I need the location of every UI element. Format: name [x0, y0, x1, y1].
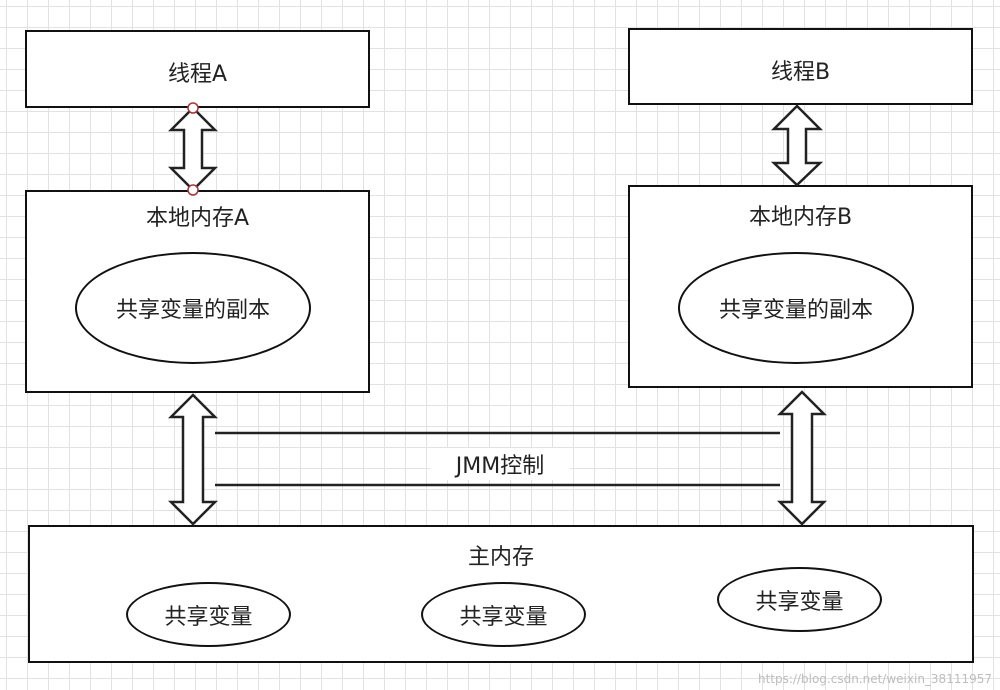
local-memory-b-box: 本地内存B 共享变量的副本 [628, 185, 973, 388]
local-memory-b-label: 本地内存B [748, 205, 853, 230]
jmm-control-label: JMM控制 [430, 448, 570, 480]
thread-b-local-arrow [770, 104, 824, 187]
thread-a-local-arrow [167, 106, 219, 192]
connection-point-bottom [187, 184, 199, 196]
watermark: https://blog.csdn.net/weixin_38111957 [757, 672, 992, 686]
main-memory-variable-3: 共享变量 [717, 567, 882, 632]
local-memory-b-copy: 共享变量的副本 [678, 252, 914, 364]
thread-b-label: 线程B [770, 60, 831, 85]
thread-a-label: 线程A [167, 62, 228, 87]
main-memory-label: 主内存 [467, 545, 534, 570]
main-memory-variable-2: 共享变量 [421, 582, 586, 647]
local-b-main-arrow [776, 390, 828, 526]
local-memory-a-copy-label: 共享变量的副本 [115, 298, 270, 323]
local-memory-a-box: 本地内存A 共享变量的副本 [25, 190, 370, 393]
local-memory-b-copy-label: 共享变量的副本 [718, 298, 873, 323]
main-memory-variable-2-label: 共享变量 [459, 604, 548, 630]
connection-point-top [187, 102, 199, 114]
main-memory-variable-1-label: 共享变量 [164, 604, 253, 630]
local-memory-a-label: 本地内存A [145, 206, 250, 231]
main-memory-box: 主内存 共享变量 共享变量 共享变量 [28, 525, 974, 663]
thread-a-box: 线程A [25, 30, 370, 108]
thread-b-box: 线程B [628, 28, 973, 105]
main-memory-variable-1: 共享变量 [126, 582, 291, 647]
local-memory-a-copy: 共享变量的副本 [75, 252, 311, 364]
main-memory-variable-3-label: 共享变量 [755, 589, 844, 615]
local-a-main-arrow [167, 393, 219, 526]
